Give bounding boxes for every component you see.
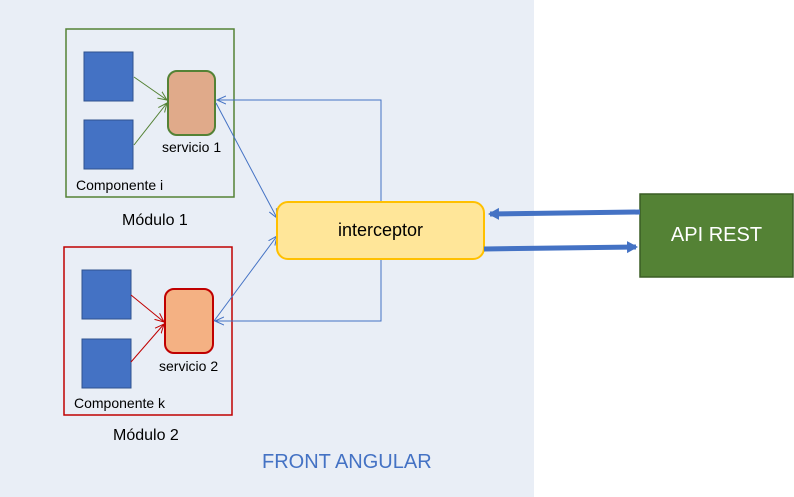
service-2-to-interceptor-arrow (213, 236, 277, 322)
service-1-to-interceptor-arrow (215, 102, 277, 218)
module-1-arrow-top (133, 76, 167, 100)
service-2-box (164, 288, 214, 354)
service-2-label: servicio 2 (159, 358, 219, 374)
module-2-arrow-top (130, 294, 164, 322)
module-1-box (65, 28, 235, 198)
module-2-component-top (81, 269, 132, 320)
module-2-box (63, 246, 233, 416)
module-1-component-bottom (83, 119, 134, 170)
module-2-arrow-bottom (130, 324, 164, 363)
module-2-label: Módulo 2 (113, 427, 179, 444)
interceptor-to-service-2-arrow (215, 259, 382, 321)
api-to-interceptor-arrow (488, 207, 641, 220)
interceptor-to-api-arrow (483, 241, 638, 254)
module-1-arrow-bottom (133, 103, 167, 146)
service-1-label: servicio 1 (162, 139, 222, 155)
interceptor-box (276, 201, 485, 260)
api-rest-box (639, 193, 794, 278)
front-angular-label: FRONT ANGULAR (262, 451, 432, 473)
module-1-component-top (83, 51, 134, 102)
interceptor-to-service-1-arrow (217, 100, 382, 202)
service-1-box (167, 70, 216, 136)
interceptor-label: interceptor (337, 220, 424, 240)
module-1-label: Módulo 1 (122, 212, 188, 229)
module-2-component-bottom (81, 338, 132, 389)
api-rest-label: API REST (670, 224, 763, 246)
component-i-label: Componente i (76, 177, 164, 193)
component-k-label: Componente k (74, 395, 166, 411)
